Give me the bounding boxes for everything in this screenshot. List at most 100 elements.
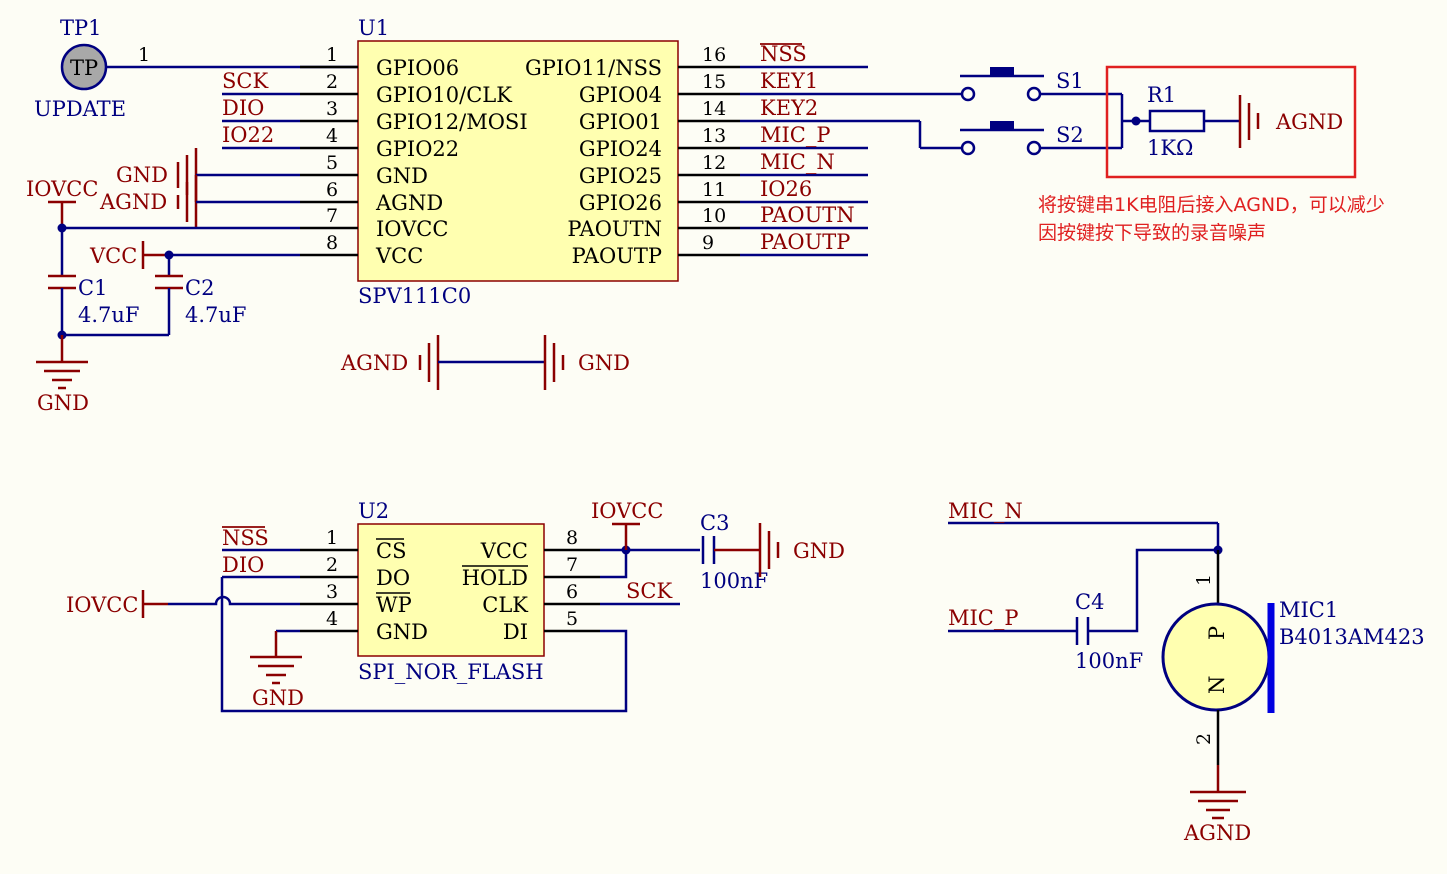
net-nss-u2: NSS bbox=[222, 526, 269, 550]
s2-designator: S2 bbox=[1056, 123, 1084, 147]
u2-pin7-name: HOLD bbox=[462, 566, 528, 590]
u1-pin11-name: GPIO26 bbox=[579, 191, 662, 215]
u1-pin6-num: 6 bbox=[326, 179, 338, 201]
s1-designator: S1 bbox=[1056, 69, 1084, 93]
u2-pin7-num: 7 bbox=[566, 554, 578, 576]
c3-capacitor: C3 100nF bbox=[700, 511, 768, 593]
c2-capacitor: C2 4.7uF bbox=[155, 255, 247, 335]
u1-pin13-name: GPIO24 bbox=[579, 137, 662, 161]
u1-pin1-num: 1 bbox=[326, 44, 338, 66]
iovcc-port-u1: IOVCC bbox=[26, 177, 98, 228]
net-paoutp: PAOUTP bbox=[760, 230, 850, 254]
u1-pin16-num: 16 bbox=[702, 44, 726, 66]
mic1-microphone: 1 P N 2 MIC1 B4013AM423 bbox=[1161, 550, 1425, 765]
u1-pin11-num: 11 bbox=[702, 179, 726, 201]
u1-pin2-num: 2 bbox=[326, 71, 338, 93]
gnd-symbol-u2: GND bbox=[250, 631, 304, 710]
gnd-label-c3: GND bbox=[793, 539, 845, 563]
agnd-label-mic: AGND bbox=[1183, 821, 1251, 845]
u2-pin3-num: 3 bbox=[326, 581, 338, 603]
gnd-port-u1: GND bbox=[116, 148, 300, 202]
tp1-name: UPDATE bbox=[34, 97, 126, 121]
u2-pin4-name: GND bbox=[376, 620, 428, 644]
gnd-label-u1: GND bbox=[116, 163, 168, 187]
net-io26: IO26 bbox=[760, 177, 812, 201]
u2-chip: U2 SPI_NOR_FLASH bbox=[357, 499, 545, 684]
iovcc-label-u2: IOVCC bbox=[66, 593, 138, 617]
note-line-2: 因按键按下导致的录音噪声 bbox=[1038, 222, 1266, 244]
u2-pin5-num: 5 bbox=[566, 608, 578, 630]
vcc-port-u1: VCC bbox=[89, 241, 169, 269]
u1-pin13-num: 13 bbox=[702, 125, 726, 147]
net-paoutn: PAOUTN bbox=[760, 203, 855, 227]
c1-designator: C1 bbox=[78, 276, 107, 300]
iovcc-label-u2-right: IOVCC bbox=[591, 499, 663, 523]
agnd-label-u1: AGND bbox=[99, 190, 167, 214]
s2-switch: S2 bbox=[960, 121, 1084, 156]
net-key1: KEY1 bbox=[760, 69, 818, 93]
net-mic-p-mic: MIC_P bbox=[948, 606, 1019, 630]
net-mic-p-u1: MIC_P bbox=[760, 123, 831, 147]
gnd-label-caps: GND bbox=[37, 391, 89, 415]
gnd-label-u2: GND bbox=[252, 686, 304, 710]
u1-pin7-name: IOVCC bbox=[376, 217, 448, 241]
r1-value: 1KΩ bbox=[1147, 136, 1193, 160]
u1-pin7-num: 7 bbox=[326, 205, 338, 227]
u1-pin1-name: GPIO06 bbox=[376, 56, 459, 80]
tp1-testpoint: TP1 TP UPDATE 1 bbox=[34, 16, 150, 121]
u2-part: SPI_NOR_FLASH bbox=[358, 660, 544, 684]
u2-pin2-name: DO bbox=[376, 566, 410, 590]
net-dio-u2: DIO bbox=[222, 553, 264, 577]
u1-pin5-num: 5 bbox=[326, 152, 338, 174]
u1-pin9-num: 9 bbox=[702, 232, 714, 254]
u2-pin4-num: 4 bbox=[326, 608, 338, 630]
u1-pin10-num: 10 bbox=[702, 205, 726, 227]
u1-pin6-name: AGND bbox=[375, 191, 443, 215]
c2-designator: C2 bbox=[185, 276, 214, 300]
u1-pin4-name: GPIO22 bbox=[376, 137, 459, 161]
highlight-box bbox=[1105, 65, 1357, 179]
mic1-pin1: 1 bbox=[1193, 574, 1215, 586]
tp1-pin-number: 1 bbox=[138, 44, 150, 66]
u2-pin8-name: VCC bbox=[480, 539, 528, 563]
u1-body bbox=[357, 40, 679, 282]
u2-pin5-name: DI bbox=[503, 620, 528, 644]
u1-pin2-name: GPIO10/CLK bbox=[376, 83, 512, 107]
c2-value: 4.7uF bbox=[185, 303, 247, 327]
net-sck-u1: SCK bbox=[222, 69, 268, 93]
u1-pin14-name: GPIO01 bbox=[579, 110, 662, 134]
u1-pin12-num: 12 bbox=[702, 152, 726, 174]
agnd-port-r1: AGND bbox=[1238, 95, 1343, 148]
c1-value: 4.7uF bbox=[78, 303, 140, 327]
mic1-designator: MIC1 bbox=[1279, 598, 1338, 622]
u1-chip: U1 SPV111C0 bbox=[357, 16, 679, 308]
iovcc-label-u1: IOVCC bbox=[26, 177, 98, 201]
r1-resistor: R1 1KΩ bbox=[1147, 83, 1206, 160]
u1-pin15-num: 15 bbox=[702, 71, 726, 93]
u1-part: SPV111C0 bbox=[358, 284, 471, 308]
gnd-label-tie: GND bbox=[578, 351, 630, 375]
r1-designator: R1 bbox=[1147, 83, 1176, 107]
tp1-label: TP bbox=[70, 56, 98, 80]
mic1-part: B4013AM423 bbox=[1279, 625, 1425, 649]
u1-pin16-name: GPIO11/NSS bbox=[525, 56, 662, 80]
u1-designator: U1 bbox=[358, 16, 389, 40]
net-dio-u1: DIO bbox=[222, 96, 264, 120]
c4-capacitor: C4 100nF bbox=[1075, 590, 1143, 673]
u1-pin5-name: GND bbox=[376, 164, 428, 188]
u1-pin12-name: GPIO25 bbox=[579, 164, 662, 188]
c3-value: 100nF bbox=[700, 569, 768, 593]
agnd-gnd-tie: AGND GND bbox=[340, 335, 630, 390]
net-nss-u1: NSS bbox=[760, 42, 807, 66]
u2-pin6-num: 6 bbox=[566, 581, 578, 603]
u1-pin3-name: GPIO12/MOSI bbox=[376, 110, 528, 134]
agnd-label-tie: AGND bbox=[340, 351, 408, 375]
u1-pin15-name: GPIO04 bbox=[579, 83, 662, 107]
net-io22-u1: IO22 bbox=[222, 123, 274, 147]
mic1-pin2: 2 bbox=[1193, 733, 1215, 745]
u1-pin8-num: 8 bbox=[326, 232, 338, 254]
u2-pin1-name: CS bbox=[376, 539, 406, 563]
u2-pin8-num: 8 bbox=[566, 527, 578, 549]
agnd-symbol-mic: AGND bbox=[1183, 765, 1251, 845]
